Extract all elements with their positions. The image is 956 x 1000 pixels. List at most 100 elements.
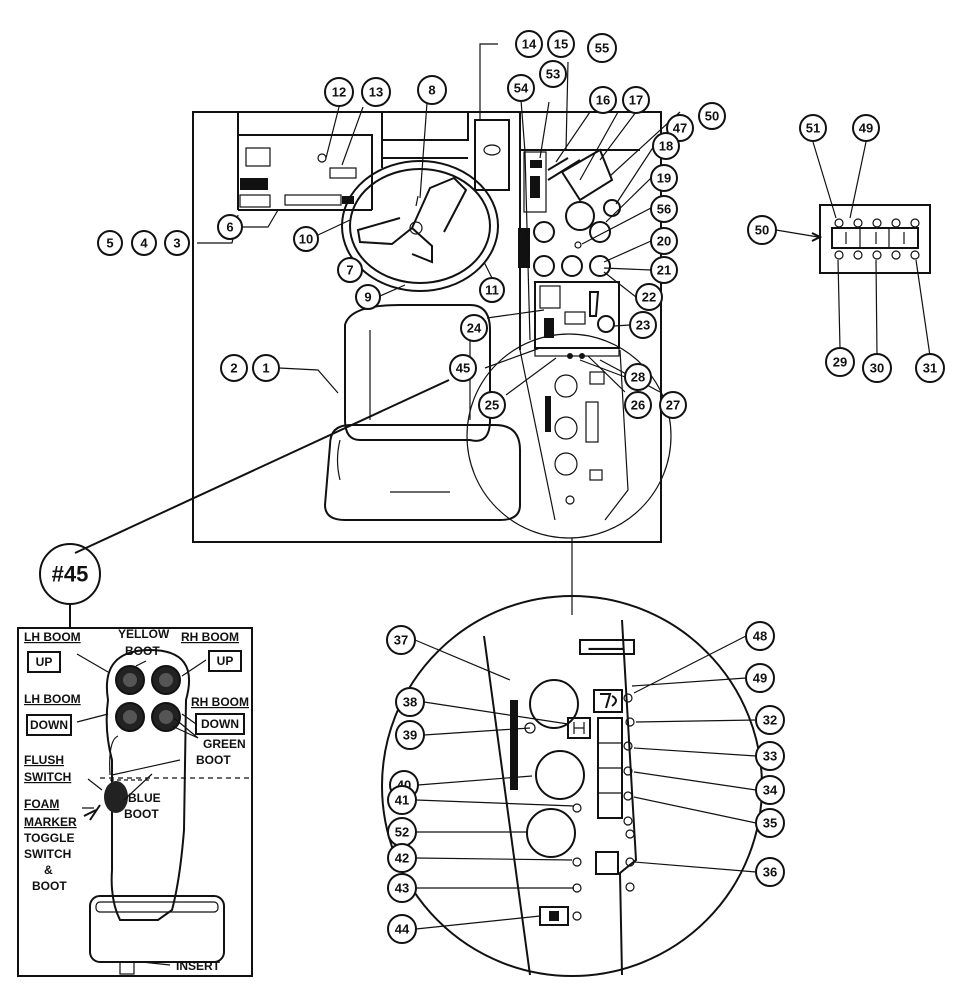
callout-4: 4 bbox=[131, 230, 157, 256]
boot-label-1: BOOT bbox=[125, 644, 160, 658]
boot-label-4: BOOT bbox=[124, 807, 159, 821]
down-left-box: DOWN bbox=[30, 718, 68, 732]
switch-panel bbox=[819, 204, 931, 274]
callout-27: 27 bbox=[659, 391, 687, 419]
windshield-frame bbox=[381, 112, 469, 168]
boot-label-2: BOOT bbox=[196, 753, 231, 767]
callout-number: 14 bbox=[522, 37, 537, 52]
callout-number: 37 bbox=[394, 633, 408, 648]
callout-54: 54 bbox=[507, 74, 535, 102]
callout-15: 15 bbox=[547, 30, 575, 58]
joystick-handle bbox=[105, 648, 191, 921]
callout-30: 30 bbox=[862, 353, 892, 383]
callout-48: 48 bbox=[745, 621, 775, 651]
svg-text:▬▬▬▬▬: ▬▬▬▬▬ bbox=[589, 645, 624, 652]
switch-panel-detail bbox=[775, 141, 931, 357]
callout-number: 49 bbox=[753, 671, 767, 686]
callout-number: 30 bbox=[870, 361, 884, 376]
callout-number: 27 bbox=[666, 398, 680, 413]
callout-number: 47 bbox=[673, 121, 687, 136]
callout-number: 33 bbox=[763, 749, 777, 764]
callout-number: 29 bbox=[833, 355, 847, 370]
console-edges bbox=[483, 619, 638, 976]
callout-number: 56 bbox=[657, 202, 671, 217]
callout-33: 33 bbox=[755, 741, 785, 771]
callout-number: 12 bbox=[332, 85, 346, 100]
callout-32: 32 bbox=[755, 705, 785, 735]
callout-38: 38 bbox=[395, 687, 425, 717]
callout-28: 28 bbox=[624, 363, 652, 391]
callout-13: 13 bbox=[361, 77, 391, 107]
callout-number: 50 bbox=[705, 109, 719, 124]
callout-6: 6 bbox=[217, 214, 243, 240]
callout-number: 10 bbox=[299, 232, 313, 247]
callout-37: 37 bbox=[386, 625, 416, 655]
callout-51: 51 bbox=[799, 114, 827, 142]
joystick-labels: LH BOOM YELLOW BOOT RH BOOM UP UP LH BOO… bbox=[24, 627, 249, 973]
callout-20: 20 bbox=[650, 227, 678, 255]
callout-5: 5 bbox=[97, 230, 123, 256]
callout-number: 39 bbox=[403, 728, 417, 743]
callout-number: 5 bbox=[106, 236, 113, 251]
flush-label: FLUSH bbox=[24, 753, 64, 767]
boot-label-3: BOOT bbox=[32, 879, 67, 893]
switch-label-2: SWITCH bbox=[24, 847, 71, 861]
callout-12: 12 bbox=[324, 77, 354, 107]
callout-number: 44 bbox=[395, 922, 410, 937]
callout-number: 32 bbox=[763, 713, 777, 728]
callout-number: 17 bbox=[629, 93, 643, 108]
callout-19: 19 bbox=[650, 164, 678, 192]
lh-boom-label: LH BOOM bbox=[24, 630, 81, 644]
callout-number: 19 bbox=[657, 171, 671, 186]
callout-22: 22 bbox=[635, 283, 663, 311]
marker-label: MARKER bbox=[24, 815, 77, 829]
callout-10: 10 bbox=[293, 226, 319, 252]
console-detail: ▬▬▬▬▬ bbox=[381, 595, 763, 977]
callout-55: 55 bbox=[587, 33, 617, 63]
callout-number: 9 bbox=[364, 290, 371, 305]
insert-label: INSERT bbox=[176, 959, 221, 973]
steering-wheel bbox=[341, 160, 499, 292]
detail-45-badge-text: #45 bbox=[52, 562, 89, 587]
callout-36: 36 bbox=[755, 857, 785, 887]
callout-25: 25 bbox=[478, 391, 506, 419]
callout-number: 22 bbox=[642, 290, 656, 305]
callout-17: 17 bbox=[622, 86, 650, 114]
callout-number: 4 bbox=[140, 236, 148, 251]
cab-view bbox=[192, 111, 672, 615]
callout-number: 50 bbox=[755, 223, 769, 238]
callout-53: 53 bbox=[539, 60, 567, 88]
callout-26: 26 bbox=[624, 391, 652, 419]
callout-number: 45 bbox=[456, 361, 470, 376]
lh-boom-label-2: LH BOOM bbox=[24, 692, 81, 706]
callout-11: 11 bbox=[479, 277, 505, 303]
callout-8: 8 bbox=[417, 75, 447, 105]
callout-14: 14 bbox=[515, 30, 543, 58]
callout-1: 1 bbox=[252, 354, 280, 382]
detail-circle-large bbox=[381, 595, 763, 977]
callout-18: 18 bbox=[652, 132, 680, 160]
callout-number: 7 bbox=[346, 263, 353, 278]
callout-45: 45 bbox=[449, 354, 477, 382]
callout-number: 52 bbox=[395, 825, 409, 840]
callout-number: 28 bbox=[631, 370, 645, 385]
control-panel-23 bbox=[534, 281, 620, 349]
switch-label: SWITCH bbox=[24, 770, 71, 784]
callout-50-detail: 50 bbox=[747, 215, 777, 245]
callout-number: 48 bbox=[753, 629, 767, 644]
callout-number: 38 bbox=[403, 695, 417, 710]
callout-39: 39 bbox=[395, 720, 425, 750]
callout-number: 2 bbox=[230, 361, 237, 376]
callout-number: 54 bbox=[514, 81, 529, 96]
callout-number: 43 bbox=[395, 881, 409, 896]
callout-number: 1 bbox=[262, 361, 269, 376]
callout-9: 9 bbox=[355, 284, 381, 310]
dome-light-box bbox=[474, 119, 510, 191]
up-right-box: UP bbox=[217, 654, 234, 668]
callout-number: 34 bbox=[763, 783, 778, 798]
rh-boom-label: RH BOOM bbox=[181, 630, 239, 644]
callout-49: 49 bbox=[852, 114, 880, 142]
callout-number: 15 bbox=[554, 37, 568, 52]
yellow-label: YELLOW bbox=[118, 627, 170, 641]
